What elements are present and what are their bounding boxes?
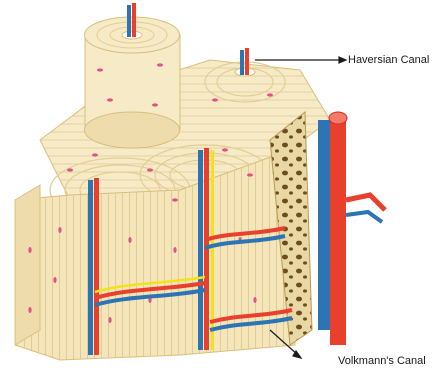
haversian-canal-label: Haversian Canal <box>348 54 429 66</box>
volkmann-canal-label: Volkmann's Canal <box>338 355 426 367</box>
bone-left-edge <box>15 185 40 345</box>
extruded-osteon <box>85 3 181 148</box>
periosteal-vessels <box>318 112 385 345</box>
